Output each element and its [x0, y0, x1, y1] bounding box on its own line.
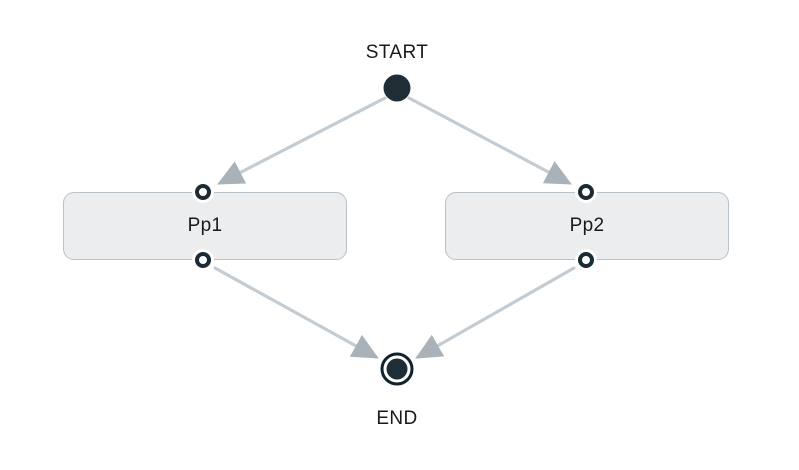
- task-label-pp1: Pp1: [187, 215, 223, 236]
- start-node-label: START: [365, 42, 429, 63]
- port-pp2-in[interactable]: [575, 181, 597, 203]
- edge-start-to-pp2[interactable]: [407, 96, 572, 185]
- port-pp1-in[interactable]: [192, 181, 214, 203]
- edge-start-to-pp1[interactable]: [217, 96, 387, 185]
- end-node-label: END: [376, 408, 418, 429]
- edge-pp1-to-end[interactable]: [213, 266, 379, 359]
- task-label-pp2: Pp2: [569, 215, 605, 236]
- edge-pp2-to-end[interactable]: [415, 266, 576, 359]
- port-pp1-out[interactable]: [192, 249, 214, 271]
- end-node[interactable]: [380, 352, 414, 386]
- start-node[interactable]: [383, 74, 411, 102]
- port-pp2-out[interactable]: [575, 249, 597, 271]
